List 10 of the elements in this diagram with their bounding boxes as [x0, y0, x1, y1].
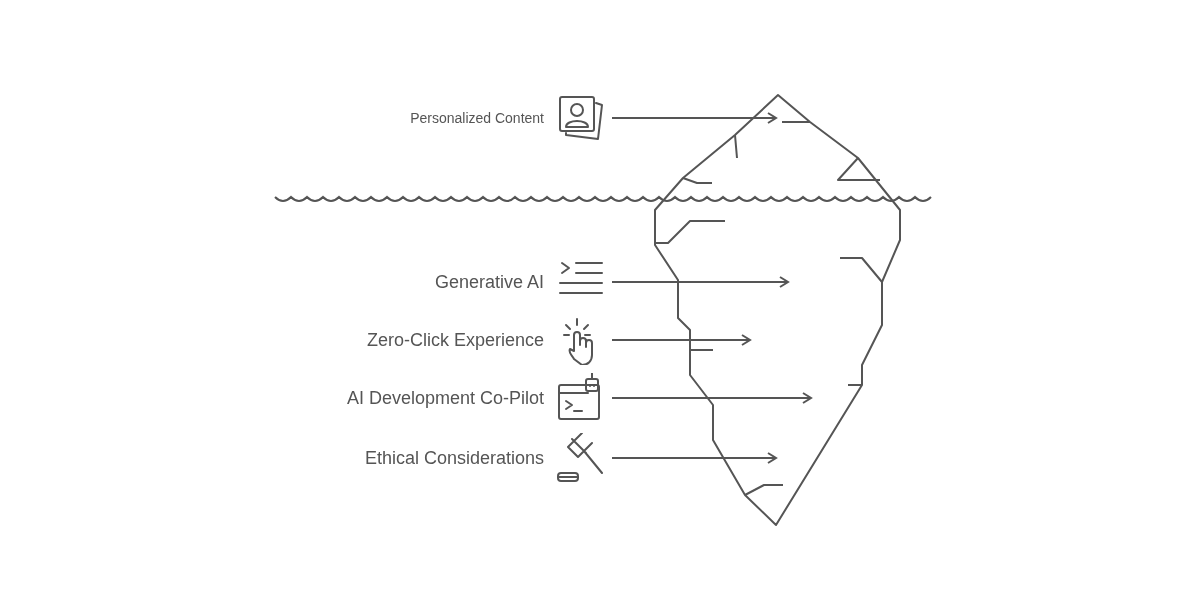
arrow: [611, 334, 751, 346]
item-label: Zero-Click Experience: [366, 329, 544, 351]
arrow: [611, 112, 777, 124]
item-label: AI Development Co-Pilot: [346, 387, 544, 409]
item-label: Generative AI: [434, 271, 544, 293]
arrow: [611, 276, 789, 288]
item-label: Ethical Considerations: [364, 447, 544, 469]
arrow: [611, 392, 812, 404]
item-label: Personalized Content: [410, 110, 544, 126]
arrow: [611, 452, 777, 464]
